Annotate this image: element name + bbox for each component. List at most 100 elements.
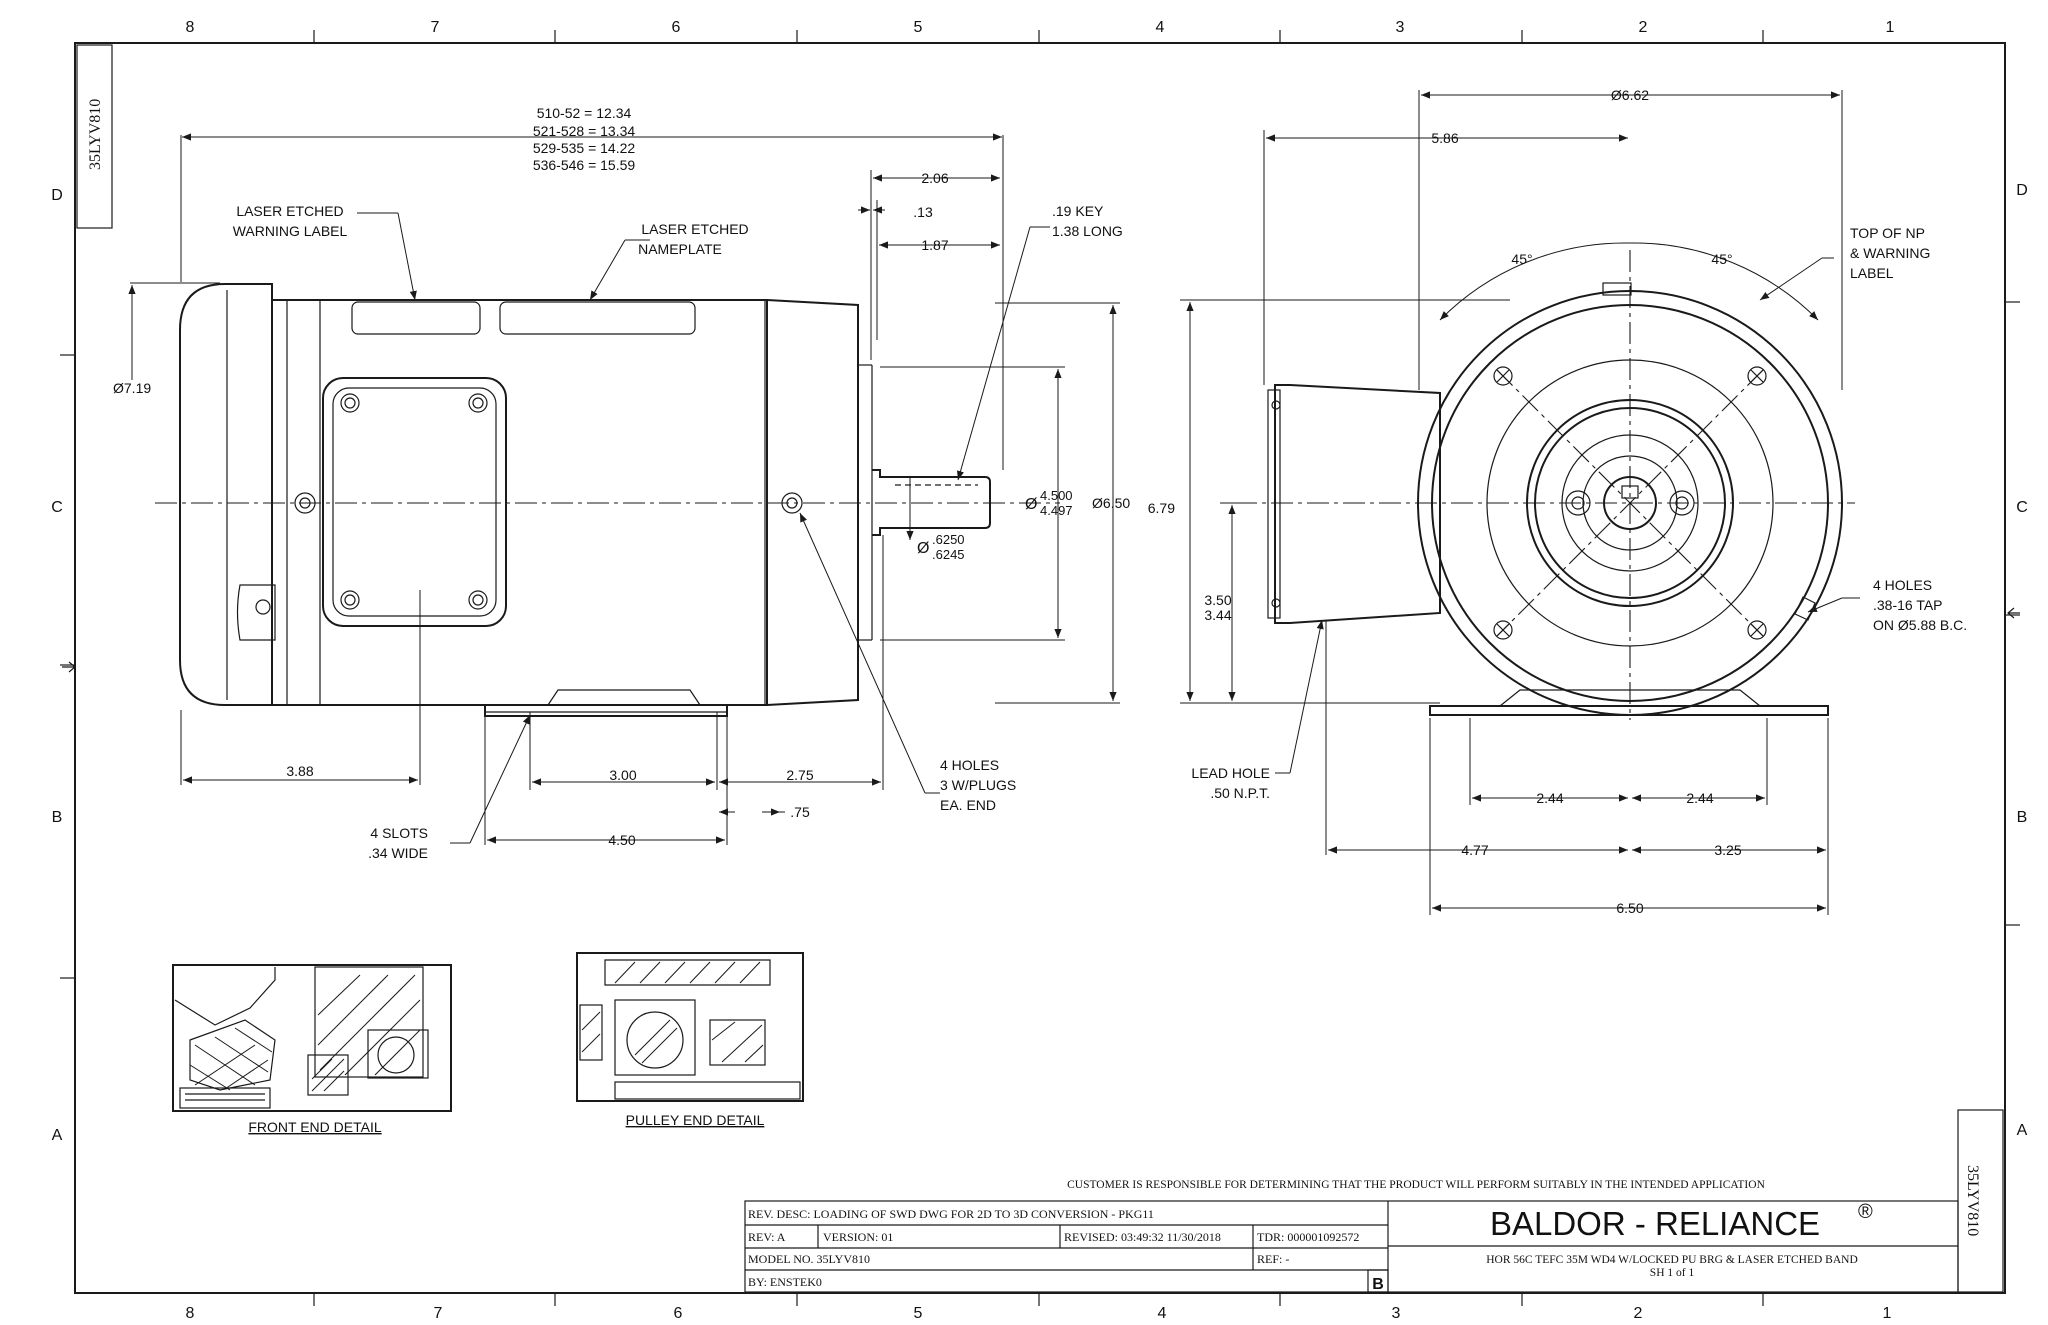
sheet-size-letter: B bbox=[1372, 1276, 1384, 1293]
end-view-labels: Ø6.62 5.86 45° 45° TOP OF NP & WARNING L… bbox=[1148, 87, 1967, 916]
zone-ticks bbox=[60, 30, 2020, 1306]
length-table-line-1: 510-52 = 12.34 bbox=[537, 105, 632, 121]
dim-4-77: 4.77 bbox=[1461, 842, 1488, 858]
zone-bottom-2: 2 bbox=[1634, 1305, 1643, 1322]
holes-callout-3: EA. END bbox=[940, 797, 996, 813]
dim-1-87: 1.87 bbox=[921, 237, 948, 253]
zone-top-5: 5 bbox=[914, 19, 923, 36]
nameplate-callout-2: NAMEPLATE bbox=[638, 241, 722, 257]
version-field: VERSION: 01 bbox=[823, 1230, 893, 1244]
zone-left-c: C bbox=[51, 499, 63, 516]
length-table-line-2: 521-528 = 13.34 bbox=[533, 123, 636, 139]
angle-right: 45° bbox=[1711, 251, 1732, 267]
disclaimer: CUSTOMER IS RESPONSIBLE FOR DETERMINING … bbox=[1067, 1179, 1765, 1191]
zone-bottom-1: 1 bbox=[1883, 1305, 1892, 1322]
sheet-border bbox=[74, 42, 2006, 1294]
slots-callout-2: .34 WIDE bbox=[368, 845, 428, 861]
front-end-detail bbox=[172, 964, 452, 1112]
shaft-dia-symbol: Ø bbox=[917, 540, 929, 557]
lead-hole-callout-2: .50 N.P.T. bbox=[1210, 785, 1270, 801]
drawing-number-tag-bottom: 35LYV810 bbox=[1957, 1109, 2004, 1293]
zone-letter-labels: D C B A D C B A bbox=[51, 182, 2028, 1144]
zone-bottom-3: 3 bbox=[1392, 1305, 1401, 1322]
zone-bottom-4: 4 bbox=[1158, 1305, 1167, 1322]
zone-bottom-7: 7 bbox=[434, 1305, 443, 1322]
length-table-line-3: 529-535 = 14.22 bbox=[533, 140, 636, 156]
overall-height: 6.79 bbox=[1148, 500, 1175, 516]
rev-field: REV: A bbox=[748, 1230, 786, 1244]
lead-hole-callout-1: LEAD HOLE bbox=[1191, 765, 1270, 781]
warning-label-callout-2: WARNING LABEL bbox=[233, 223, 348, 239]
angle-left: 45° bbox=[1511, 251, 1532, 267]
end-view bbox=[1235, 250, 1855, 720]
length-table-line-4: 536-546 = 15.59 bbox=[533, 157, 636, 173]
face-diameter: Ø6.50 bbox=[1092, 495, 1130, 511]
zone-number-labels: 8 7 6 5 4 3 2 1 8 7 6 5 4 3 2 1 bbox=[186, 19, 1895, 1322]
zone-right-b: B bbox=[2017, 809, 2028, 826]
dim-0-75: .75 bbox=[790, 804, 810, 820]
key-callout-1: .19 KEY bbox=[1052, 203, 1104, 219]
zone-top-7: 7 bbox=[431, 19, 440, 36]
zone-right-c: C bbox=[2016, 499, 2028, 516]
dim-2-44-left: 2.44 bbox=[1536, 790, 1563, 806]
side-view-labels: 510-52 = 12.34 521-528 = 13.34 529-535 =… bbox=[113, 105, 1130, 861]
tap-holes-callout-3: ON Ø5.88 B.C. bbox=[1873, 617, 1967, 633]
zone-top-4: 4 bbox=[1156, 19, 1165, 36]
zone-left-a: A bbox=[52, 1127, 63, 1144]
dim-3-88: 3.88 bbox=[286, 763, 313, 779]
zone-bottom-5: 5 bbox=[914, 1305, 923, 1322]
pilot-dia-max: 4.500 bbox=[1040, 488, 1073, 503]
zone-bottom-6: 6 bbox=[674, 1305, 683, 1322]
key-callout-2: 1.38 LONG bbox=[1052, 223, 1123, 239]
tdr-field: TDR: 000001092572 bbox=[1257, 1230, 1359, 1244]
tap-holes-callout-1: 4 HOLES bbox=[1873, 577, 1932, 593]
dim-0-13: .13 bbox=[913, 204, 933, 220]
shaft-dia-min: .6245 bbox=[932, 547, 965, 562]
pulley-end-detail-label: PULLEY END DETAIL bbox=[626, 1112, 765, 1128]
dim-4-50: 4.50 bbox=[608, 832, 635, 848]
drawing-number-bottom: 35LYV810 bbox=[1964, 1165, 1981, 1236]
zone-left-b: B bbox=[52, 809, 63, 826]
zone-right-d: D bbox=[2016, 182, 2028, 199]
drawing-number-top: 35LYV810 bbox=[87, 99, 104, 170]
shaft-dia-max: .6250 bbox=[932, 532, 965, 547]
zone-top-8: 8 bbox=[186, 19, 195, 36]
ref-field: REF: - bbox=[1257, 1252, 1289, 1266]
front-end-detail-label: FRONT END DETAIL bbox=[248, 1119, 381, 1135]
top-np-callout-3: LABEL bbox=[1850, 265, 1894, 281]
zone-top-6: 6 bbox=[672, 19, 681, 36]
shaft-height-min: 3.44 bbox=[1204, 607, 1231, 623]
dim-2-44-right: 2.44 bbox=[1686, 790, 1713, 806]
zone-top-3: 3 bbox=[1396, 19, 1405, 36]
zone-left-d: D bbox=[51, 187, 63, 204]
zone-right-a: A bbox=[2017, 1122, 2028, 1139]
dim-3-00: 3.00 bbox=[609, 767, 636, 783]
warning-label-callout-1: LASER ETCHED bbox=[236, 203, 343, 219]
holes-callout-2: 3 W/PLUGS bbox=[940, 777, 1016, 793]
zone-bottom-8: 8 bbox=[186, 1305, 195, 1322]
zone-top-2: 2 bbox=[1639, 19, 1648, 36]
dim-2-06: 2.06 bbox=[921, 170, 948, 186]
brand-registered-mark: ® bbox=[1858, 1201, 1873, 1223]
drawing-number-tag-top: 35LYV810 bbox=[76, 44, 113, 229]
side-view bbox=[155, 283, 1060, 717]
dim-5-86: 5.86 bbox=[1431, 130, 1458, 146]
model-field: MODEL NO. 35LYV810 bbox=[748, 1252, 870, 1266]
side-view-dimensions bbox=[128, 133, 1120, 845]
end-view-dimensions bbox=[1180, 90, 1860, 915]
title-block bbox=[744, 1200, 1959, 1293]
dim-6-50: 6.50 bbox=[1616, 900, 1643, 916]
by-field: BY: ENSTEK0 bbox=[748, 1275, 822, 1289]
holes-callout-1: 4 HOLES bbox=[940, 757, 999, 773]
brand-logo-text: BALDOR - RELIANCE bbox=[1490, 1205, 1820, 1242]
title-block-text: REV. DESC: LOADING OF SWD DWG FOR 2D TO … bbox=[748, 1201, 1873, 1293]
zone-top-1: 1 bbox=[1886, 19, 1895, 36]
dim-3-25: 3.25 bbox=[1714, 842, 1741, 858]
tap-holes-callout-2: .38-16 TAP bbox=[1873, 597, 1943, 613]
shaft-height-max: 3.50 bbox=[1204, 592, 1231, 608]
pilot-dia-min: 4.497 bbox=[1040, 503, 1073, 518]
top-np-callout-2: & WARNING bbox=[1850, 245, 1930, 261]
slots-callout-1: 4 SLOTS bbox=[370, 825, 428, 841]
sheet-number: SH 1 of 1 bbox=[1650, 1267, 1695, 1279]
